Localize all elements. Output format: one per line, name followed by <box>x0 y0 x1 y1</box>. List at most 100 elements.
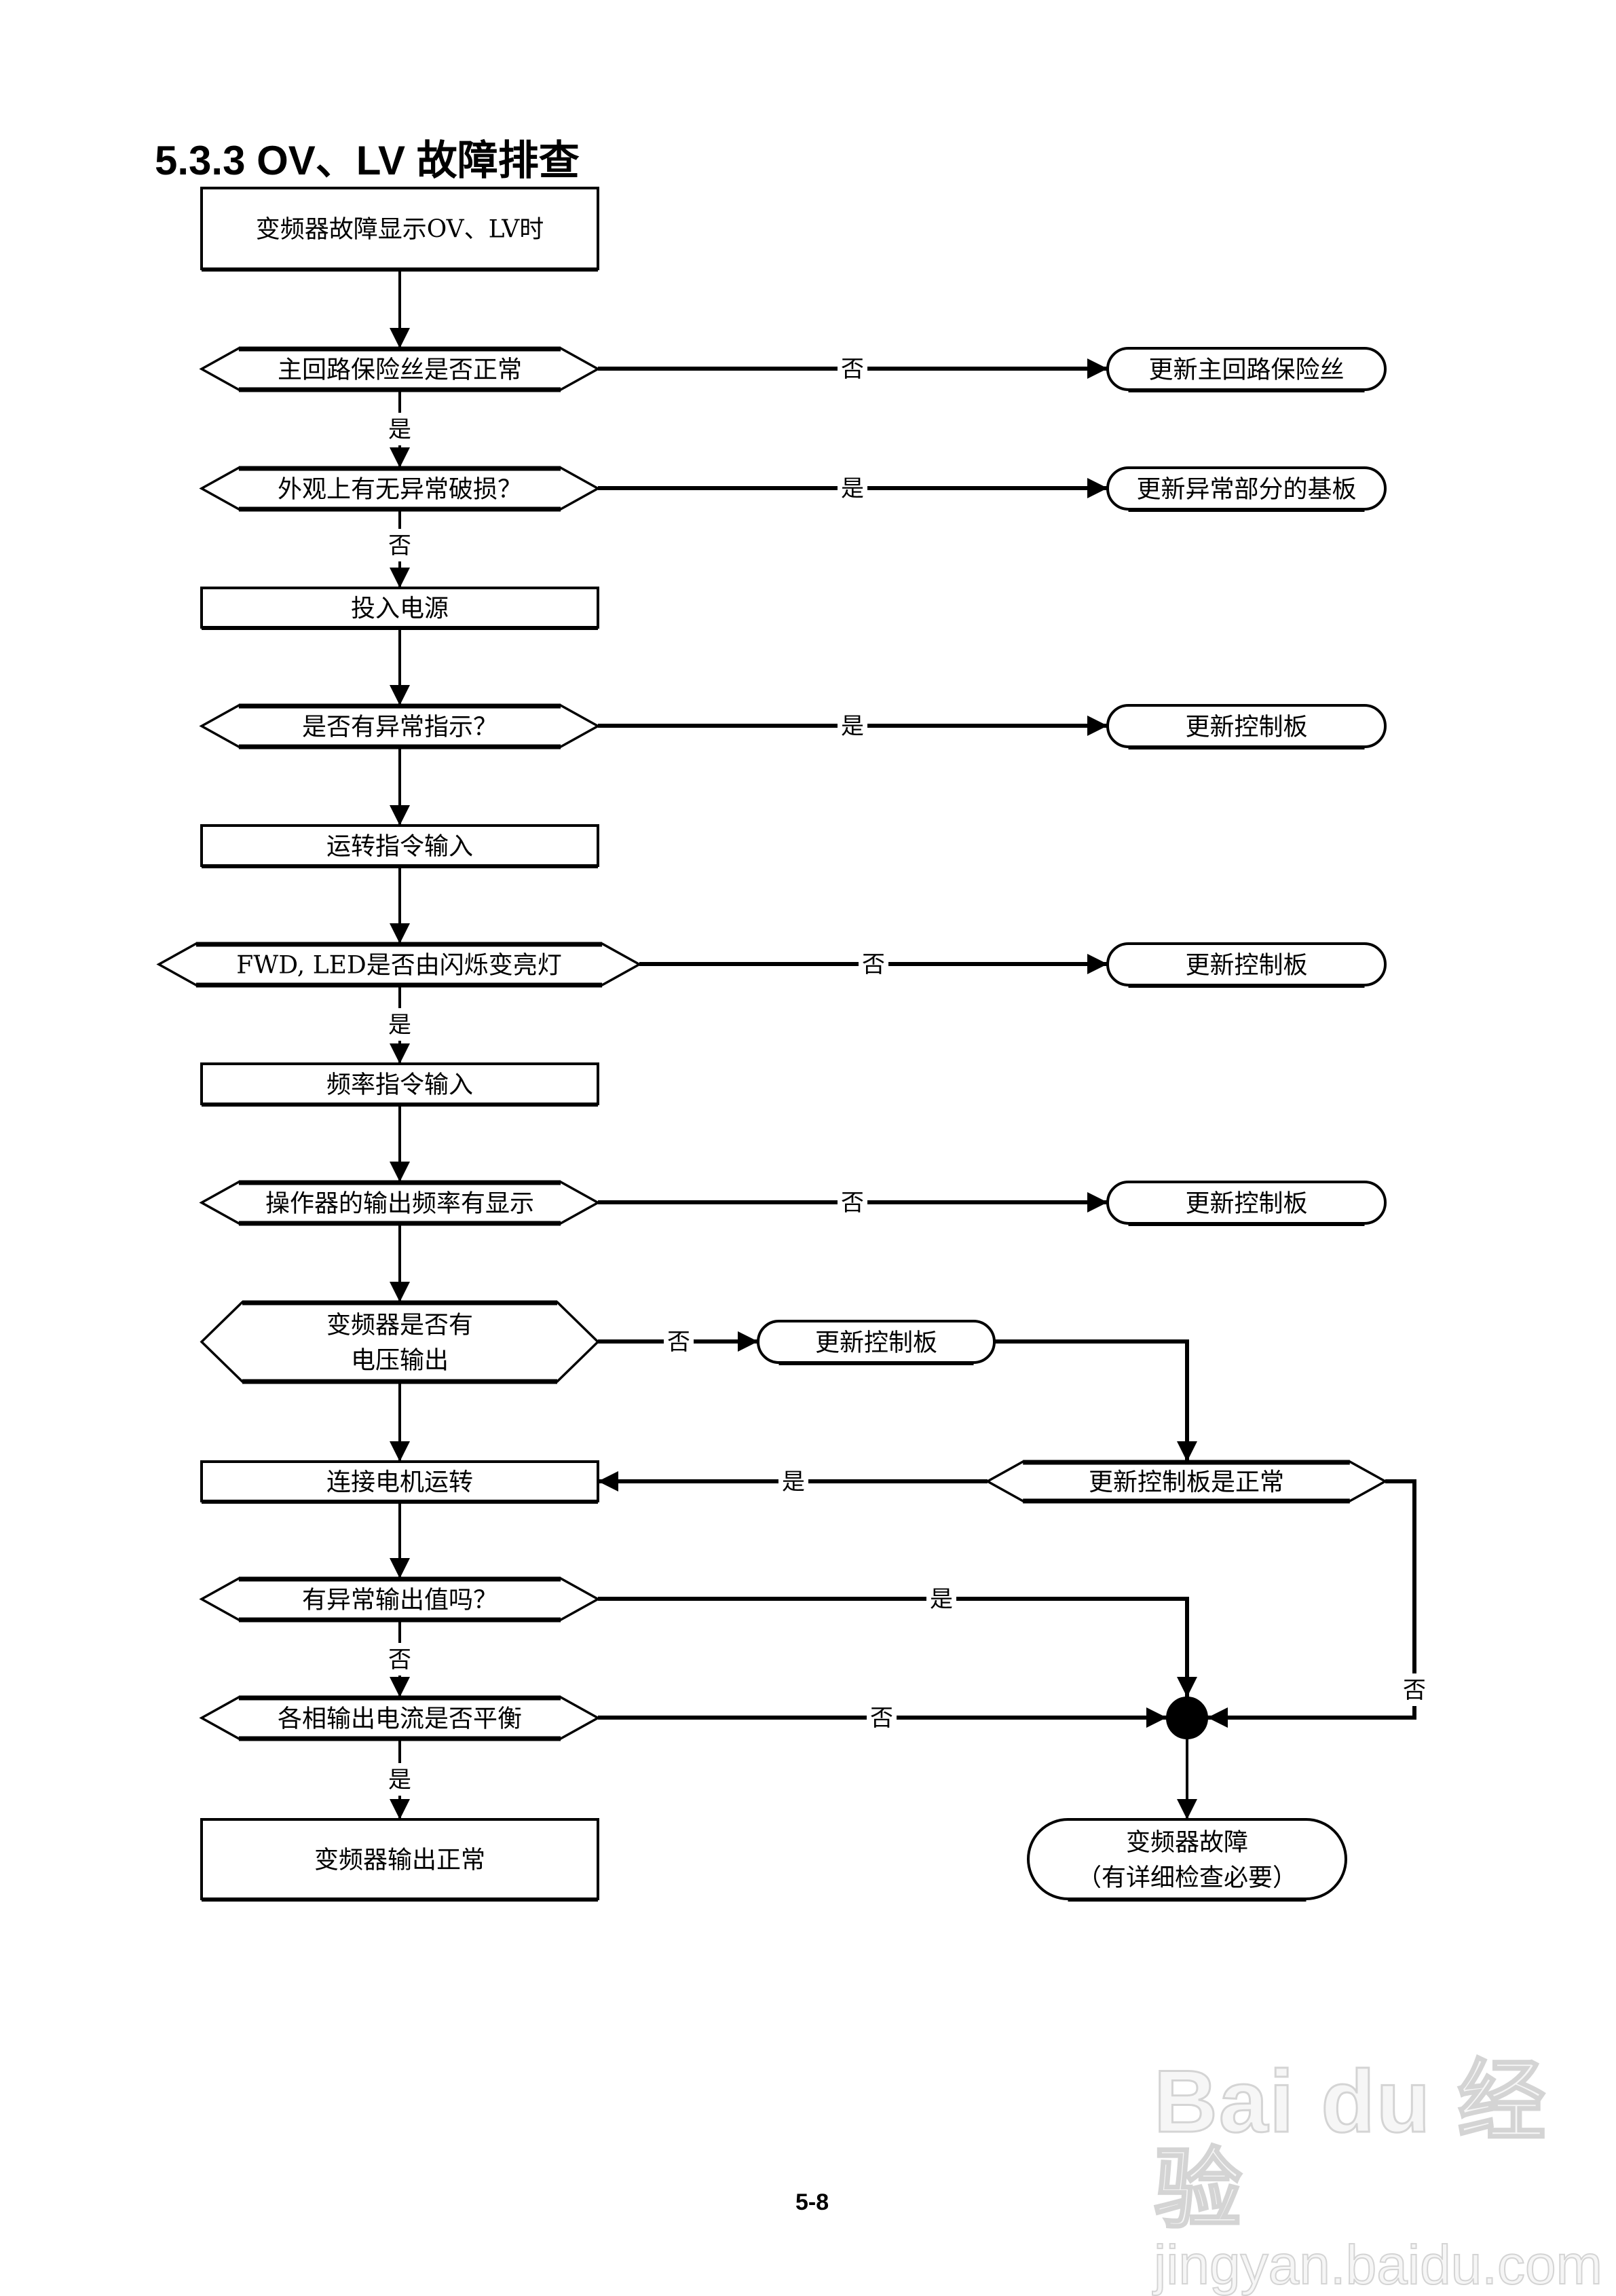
edge-d-balance-to-junction: 否 <box>598 1701 1167 1734</box>
node-label: 是否有异常指示？ <box>302 713 497 741</box>
page-number: 5-8 <box>795 2189 829 2215</box>
edge-d-balance-to-p-ok: 是 <box>385 1739 415 1819</box>
node-label: 投入电源 <box>351 595 449 623</box>
node-label: 变频器输出正常 <box>314 1846 485 1874</box>
process-box <box>200 1460 599 1502</box>
node-p-ok: 变频器输出正常 <box>200 1818 599 1902</box>
edge-d-display-to-t-ctrl3: 否 <box>598 1186 1108 1219</box>
edge-label-bg <box>385 529 415 561</box>
node-p-run: 运转指令输入 <box>200 824 599 868</box>
watermark-brand: Bai du 经验 <box>1153 2052 1547 2239</box>
process-box <box>200 587 599 629</box>
node-t-fault: 变频器故障 （有详细检查必要） <box>1027 1818 1347 1902</box>
edge-label: 否 <box>667 1329 690 1356</box>
edge-label-bg <box>838 472 867 504</box>
node-d-fuse: 主回路保险丝是否正常 <box>199 346 601 392</box>
edge-label: 否 <box>841 1189 864 1217</box>
edge-label-bg <box>859 948 888 980</box>
node-label: 外观上有无异常破损？ <box>278 475 522 503</box>
node-label: 运转指令输入 <box>326 832 473 860</box>
edge-label: 否 <box>1403 1677 1426 1704</box>
edge-label: 是 <box>841 713 864 740</box>
edge-label: 是 <box>388 1766 411 1794</box>
edge-label-bg <box>385 1643 415 1675</box>
edge-label: 是 <box>841 475 864 502</box>
node-label: 更新控制板是正常 <box>1089 1468 1284 1496</box>
connector-arrow <box>598 1597 1197 1697</box>
node-label: 变频器是否有 <box>326 1311 473 1339</box>
edge-label-bg <box>385 1763 415 1796</box>
edge-label-bg <box>664 1325 694 1358</box>
node-label: 连接电机运转 <box>326 1468 473 1496</box>
node-label: 电压输出 <box>351 1346 449 1374</box>
watermark-url: jingyan.baidu.com <box>1153 2234 1603 2296</box>
edge-d-damage-to-p-power: 否 <box>385 509 415 588</box>
edge-d-fwd-to-t-ctrl2: 否 <box>639 948 1108 980</box>
node-label: 更新控制板 <box>1185 713 1307 741</box>
node-p-power: 投入电源 <box>200 587 599 630</box>
node-label: 频率指令输入 <box>326 1071 473 1098</box>
edge-d-fwd-to-p-freq: 是 <box>385 985 415 1064</box>
edge-label-bg <box>838 709 867 742</box>
node-p-freq: 频率指令输入 <box>200 1062 599 1107</box>
node-label: 更新主回路保险丝 <box>1148 356 1344 384</box>
junction-dot <box>1166 1697 1208 1739</box>
connector-arrow <box>1207 1479 1416 1728</box>
page-title: 5.3.3 OV、LV 故障排查 <box>155 138 580 183</box>
edge-label-bg <box>926 1582 956 1615</box>
edge-d-voltage-to-t-ctrl4: 否 <box>598 1325 758 1358</box>
node-label: 主回路保险丝是否正常 <box>278 356 522 384</box>
node-d-fwd: FWD, LED是否由闪烁变亮灯 <box>156 942 642 988</box>
node-label: 变频器故障显示OV、LV时 <box>256 215 544 243</box>
process-box <box>200 1818 599 1900</box>
edge-d-ctrl-ok-to-junction: 否 <box>1207 1479 1429 1728</box>
edge-label-bg <box>385 1008 415 1041</box>
node-junction <box>1166 1697 1208 1739</box>
node-d-display: 操作器的输出频率有显示 <box>199 1180 601 1226</box>
node-t-board: 更新异常部分的基板 <box>1106 466 1387 512</box>
node-d-indicate: 是否有异常指示？ <box>199 703 601 749</box>
edge-d-indicate-to-t-ctrl1: 是 <box>598 709 1108 742</box>
node-d-damage: 外观上有无异常破损？ <box>199 466 601 512</box>
edge-label: 否 <box>862 951 885 978</box>
node-label: 操作器的输出频率有显示 <box>265 1189 534 1217</box>
node-label: 更新控制板 <box>1185 1189 1307 1217</box>
watermark: Bai du 经验 jingyan.baidu.com <box>1153 2052 1616 2296</box>
node-t-ctrl2: 更新控制板 <box>1106 942 1387 988</box>
node-label: （有详细检查必要） <box>1077 1864 1297 1891</box>
node-d-abnormal: 有异常输出值吗？ <box>199 1576 601 1623</box>
edge-label: 是 <box>388 1012 411 1039</box>
node-p-motor: 连接电机运转 <box>200 1460 599 1504</box>
node-label: 变频器故障 <box>1126 1828 1248 1856</box>
edge-label: 否 <box>388 532 411 559</box>
edge-label-bg <box>838 352 867 385</box>
edge-label-bg <box>867 1701 897 1734</box>
edge-label: 否 <box>388 1646 411 1673</box>
node-t-ctrl1: 更新控制板 <box>1106 704 1387 749</box>
edge-d-ctrl-ok-to-p-motor: 是 <box>598 1465 988 1498</box>
edge-d-abnormal-to-d-balance: 否 <box>385 1620 415 1697</box>
node-label: FWD, LED是否由闪烁变亮灯 <box>236 951 562 979</box>
edge-label: 否 <box>841 356 864 383</box>
edge-label-bg <box>778 1465 808 1498</box>
edge-t-ctrl4-to-d-ctrl-ok <box>994 1339 1197 1462</box>
edge-label: 是 <box>782 1468 805 1496</box>
node-label: 有异常输出值吗？ <box>302 1586 497 1614</box>
node-label: 更新控制板 <box>1185 951 1307 979</box>
node-t-fuse: 更新主回路保险丝 <box>1106 347 1387 392</box>
process-box <box>200 1062 599 1105</box>
edge-d-damage-to-t-board: 是 <box>598 472 1108 504</box>
edge-label: 是 <box>930 1586 953 1613</box>
edge-d-abnormal-to-junction: 是 <box>598 1582 1197 1697</box>
edge-label-bg <box>385 413 415 445</box>
edge-label: 是 <box>388 416 411 443</box>
node-label: 更新异常部分的基板 <box>1136 475 1356 503</box>
node-d-ctrl-ok: 更新控制板是正常 <box>985 1460 1388 1504</box>
edge-label-bg <box>838 1186 867 1219</box>
node-start: 变频器故障显示OV、LV时 <box>200 187 599 272</box>
node-d-balance: 各相输出电流是否平衡 <box>199 1695 601 1741</box>
edge-d-fuse-to-d-damage: 是 <box>385 390 415 468</box>
edge-d-fuse-to-t-fuse: 否 <box>598 352 1108 385</box>
